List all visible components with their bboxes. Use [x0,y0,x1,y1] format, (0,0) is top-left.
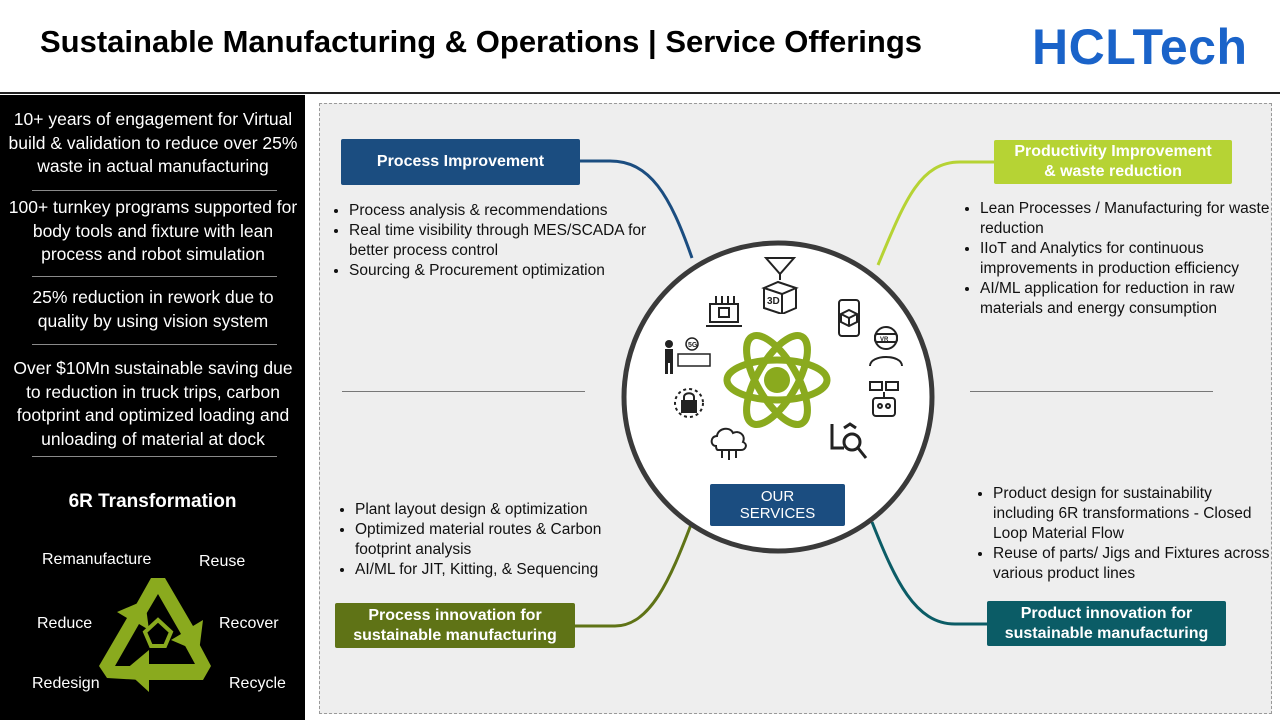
connector-productivity [876,160,995,266]
process-innovation-title-line1: Process innovation for [368,606,542,624]
laptop-chip-icon [706,296,742,327]
hcltech-logo: HCLTech [1032,19,1248,75]
process-improvement-list: Process analysis & recommendations Real … [329,201,649,281]
our-services-line2: SERVICES [739,505,816,522]
vr-person-icon: VR [869,326,903,367]
sixr-label-recycle: Recycle [229,675,286,692]
atom-icon [723,332,831,428]
productivity-list: Lean Processes / Manufacturing for waste… [960,199,1280,319]
connector-process-improvement [578,159,694,259]
stat-virtual-build: 10+ years of engagement for Virtual buil… [8,109,298,176]
robot-chat-icon [869,381,899,417]
process-innovation-title-line2: sustainable manufacturing [353,626,557,644]
list-item: AI/ML for JIT, Kitting, & Sequencing [355,560,655,580]
svg-text:VR: VR [880,337,889,343]
sixr-label-recover: Recover [219,615,279,632]
product-innovation-list: Product design for sustainability includ… [973,484,1273,584]
sixr-label-reduce: Reduce [37,615,93,632]
list-item: Product design for sustainability includ… [993,484,1273,544]
list-item: Sourcing & Procurement optimization [349,261,649,281]
our-services-label: OUR SERVICES [710,484,845,526]
product-innovation-header: Product innovation for sustainable manuf… [987,601,1226,646]
process-innovation-list: Plant layout design & optimization Optim… [335,500,655,580]
sixr-title: 6R Transformation [68,491,237,512]
stat-rework-reduction: 25% reduction in rework due to quality b… [32,287,274,331]
stat-divider [32,190,277,191]
stat-divider [32,276,277,277]
list-item: Real time visibility through MES/SCADA f… [349,221,649,261]
recycle-icon [99,578,211,692]
sixr-label-remanufacture: Remanufacture [42,551,152,568]
header-divider [0,92,1280,94]
process-innovation-header: Process innovation for sustainable manuf… [335,603,575,648]
list-item: Process analysis & recommendations [349,201,649,221]
stat-sustainable-saving: Over $10Mn sustainable saving due to red… [13,358,293,449]
connector-process-innovation [574,521,694,628]
left-separator [342,391,585,392]
stat-divider [32,456,277,457]
list-item: Reuse of parts/ Jigs and Fixtures across… [993,544,1273,584]
list-item: AI/ML application for reduction in raw m… [980,279,1280,319]
list-item: Plant layout design & optimization [355,500,655,520]
sidebar: 10+ years of engagement for Virtual buil… [0,95,305,720]
productivity-header: Productivity Improvement & waste reducti… [994,140,1232,184]
our-services-line1: OUR [760,488,795,505]
list-item: Optimized material routes & Carbon footp… [355,520,655,560]
worker-5g-icon: 5G [665,337,711,374]
product-innovation-title-line2: sustainable manufacturing [1004,624,1209,642]
3d-printer-icon: 3D [761,257,799,314]
sixr-label-reuse: Reuse [199,553,246,570]
svg-text:5G: 5G [688,342,698,349]
productivity-title-line2: & waste reduction [1044,163,1182,180]
productivity-title-line1: Productivity Improvement [1014,143,1212,160]
lock-icon [674,388,704,418]
product-innovation-title-line1: Product innovation for [1020,604,1193,622]
page-title: Sustainable Manufacturing & Operations |… [40,24,923,59]
process-improvement-title: Process Improvement [376,153,545,170]
stat-turnkey-programs: 100+ turnkey programs supported for body… [8,197,298,264]
stat-divider [32,344,277,345]
list-item: IIoT and Analytics for continuous improv… [980,239,1280,279]
sixr-label-redesign: Redesign [32,675,100,692]
cloud-network-icon [710,427,747,460]
list-item: Lean Processes / Manufacturing for waste… [980,199,1280,239]
svg-text:3D: 3D [767,296,780,307]
connector-product-innovation [870,521,988,626]
chart-search-icon [830,422,868,459]
process-improvement-header: Process Improvement [341,139,580,185]
right-separator [970,391,1213,392]
phone-cube-icon [838,299,860,337]
